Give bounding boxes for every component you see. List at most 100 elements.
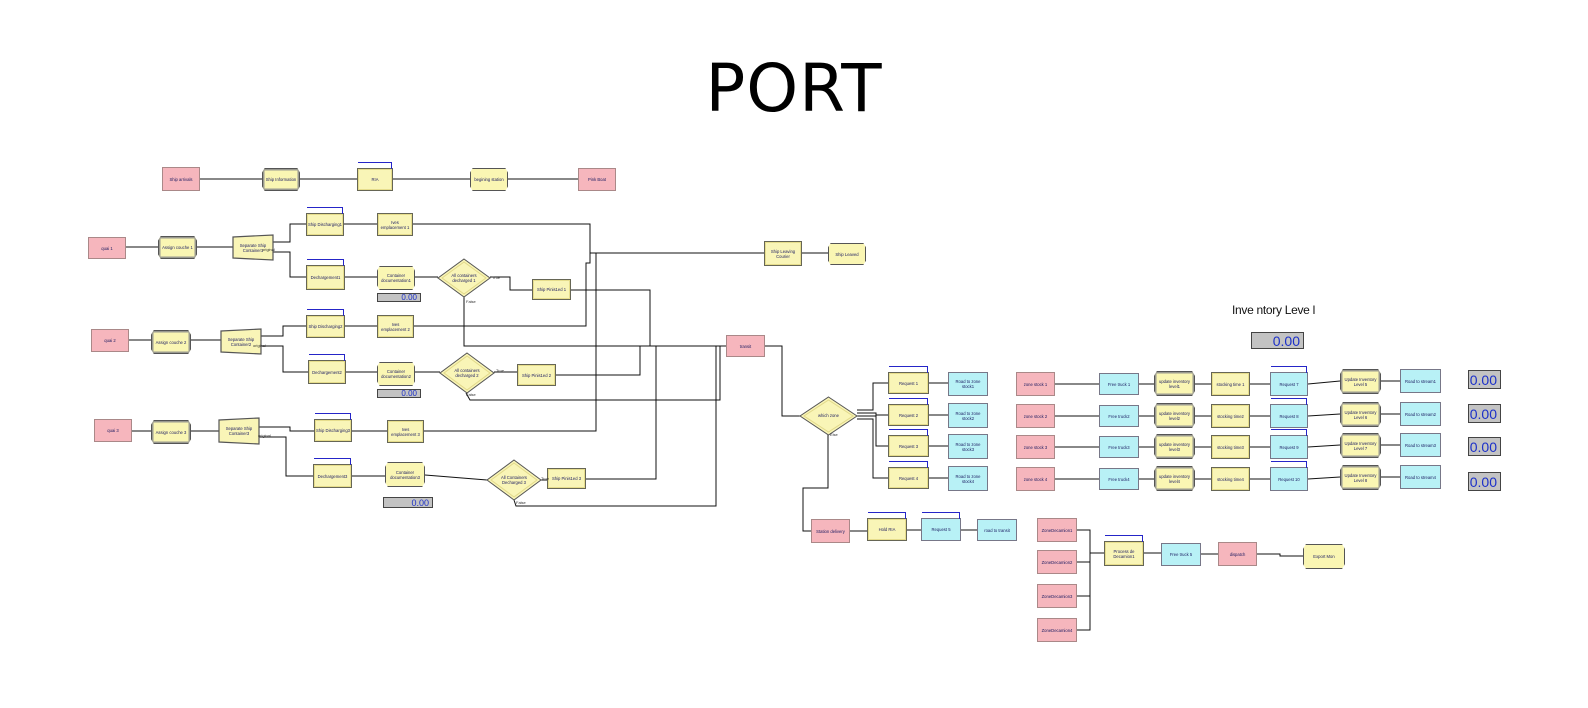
assign-module-m7[interactable]: Assign couche 1 (158, 236, 197, 259)
create-module-m35[interactable]: transit (726, 335, 765, 357)
request-module-m75[interactable]: Request 5 (921, 518, 961, 541)
assign-module-m2[interactable]: Ship Information (262, 168, 300, 191)
create-module-m26[interactable]: quai 3 (94, 419, 132, 442)
separate-module-m28[interactable] (218, 417, 260, 445)
create-module-m77[interactable]: ZoneDecamion1 (1037, 518, 1077, 542)
create-module-m73[interactable]: Station delivery (811, 519, 850, 543)
create-module-m17[interactable]: quai 2 (91, 329, 129, 352)
station-module-m32[interactable]: Container documentation3 (385, 462, 425, 487)
decide-module-m24[interactable] (439, 352, 495, 394)
connector-12[interactable] (413, 223, 764, 254)
connector-40[interactable] (857, 412, 888, 416)
request-module-m63[interactable]: Request 9 (1270, 435, 1308, 459)
decide-module-m13[interactable] (437, 258, 491, 298)
route-module-m30[interactable]: Ives emplacement 3 (387, 420, 424, 443)
process-module-m25[interactable]: Ship Pinis1ed 2 (517, 364, 556, 386)
connector-73[interactable] (1307, 476, 1341, 480)
transport-module-m44[interactable]: Road to zone stock4 (948, 466, 988, 491)
connector-35[interactable] (424, 253, 597, 432)
station-module-m4[interactable]: begining station (470, 168, 508, 191)
assign-module-m71[interactable]: Update Inventory Level 8 (1340, 465, 1381, 490)
transport-module-m38[interactable]: Road to zone stock1 (948, 372, 988, 396)
process-module-m14[interactable]: Ship Pinis1ed 1 (532, 279, 571, 300)
station-module-m84[interactable]: Export Mon (1303, 544, 1345, 569)
transport-module-m46[interactable]: Free truck 1 (1099, 373, 1139, 395)
process-module-m43[interactable]: Request 4 (888, 467, 929, 489)
connector-55[interactable] (1307, 380, 1341, 385)
connector-39[interactable] (857, 382, 888, 411)
connector-61[interactable] (1307, 413, 1341, 417)
connector-33[interactable] (424, 474, 488, 481)
transport-module-m58[interactable]: Road to stream2 (1400, 402, 1441, 426)
process-module-m62[interactable]: stocking time3 (1211, 435, 1250, 459)
connector-7[interactable] (273, 251, 306, 278)
route-module-m21[interactable]: Ives emplacement 2 (377, 315, 414, 338)
request-module-m56[interactable]: Request 8 (1270, 404, 1308, 428)
transport-module-m76[interactable]: road to transit (977, 519, 1017, 541)
dispose-module-m5[interactable]: Pink Boat (578, 168, 616, 191)
connector-81[interactable] (1257, 553, 1303, 557)
connector-36[interactable] (586, 346, 657, 480)
connector-18[interactable] (261, 325, 306, 337)
process-module-m20[interactable]: Ship Discharging2 (306, 315, 345, 338)
create-module-m80[interactable]: ZoneDecamion4 (1037, 618, 1077, 642)
connector-15[interactable] (571, 289, 651, 346)
process-module-m22[interactable]: Dechargement2 (308, 360, 346, 384)
process-module-m81[interactable]: Process de Decamion1 (1104, 541, 1144, 566)
connector-37[interactable] (513, 346, 717, 507)
connector-67[interactable] (1307, 444, 1341, 448)
request-module-m70[interactable]: Request 10 (1270, 467, 1308, 491)
transport-module-m60[interactable]: Free truck3 (1099, 436, 1139, 458)
connector-29[interactable] (259, 426, 314, 432)
process-module-m34[interactable]: Ship Pinis1ed 3 (547, 468, 586, 489)
process-module-m31[interactable]: Dechargement3 (313, 464, 352, 488)
connector-14[interactable] (463, 297, 726, 347)
process-module-m41[interactable]: Request 3 (888, 435, 929, 457)
connector-75[interactable] (1077, 529, 1091, 631)
assign-module-m68[interactable]: update inventory level4 (1154, 466, 1195, 491)
connector-24[interactable] (414, 253, 591, 327)
station-module-m23[interactable]: Container documentation2 (377, 362, 415, 386)
process-module-m9[interactable]: Ship Discharging1 (306, 213, 344, 236)
create-module-m59[interactable]: zone stock 3 (1016, 435, 1055, 459)
process-module-m29[interactable]: Ship Discharging3 (314, 419, 352, 442)
assign-module-m61[interactable]: update inventory level3 (1154, 434, 1195, 459)
assign-module-m64[interactable]: Update Inventory Level 7 (1340, 433, 1381, 458)
separate-module-m8[interactable] (232, 234, 274, 261)
connector-30[interactable] (259, 436, 313, 477)
process-module-m39[interactable]: Request 2 (888, 404, 929, 426)
decide-module-m33[interactable] (486, 459, 542, 501)
transport-module-m82[interactable]: Free truck 5 (1161, 543, 1201, 566)
assign-module-m18[interactable]: Assign couche 2 (151, 330, 191, 354)
process-module-m48[interactable]: stocking time 1 (1211, 372, 1250, 396)
connector-6[interactable] (273, 223, 306, 243)
separate-module-m19[interactable] (220, 328, 262, 355)
route-module-m15[interactable]: Ship Leaving Courier (764, 241, 802, 266)
station-module-m16[interactable]: Ship Leaved (828, 243, 866, 265)
assign-module-m47[interactable]: update inventory level1 (1154, 371, 1195, 396)
create-module-m79[interactable]: ZoneDecamion3 (1037, 584, 1077, 608)
request-module-m49[interactable]: Request 7 (1270, 372, 1308, 396)
connector-19[interactable] (261, 345, 308, 373)
transport-module-m40[interactable]: Road to zone stock2 (948, 403, 988, 428)
transport-module-m72[interactable]: Road to stream4 (1400, 465, 1441, 489)
process-module-m37[interactable]: Request 1 (888, 372, 929, 394)
process-module-m55[interactable]: stocking time2 (1211, 404, 1250, 428)
connector-47[interactable] (802, 435, 829, 532)
process-module-m74[interactable]: Hold RIA (867, 518, 907, 541)
assign-module-m57[interactable]: Update Inventory Level 6 (1340, 402, 1381, 427)
create-module-m52[interactable]: zone stock 2 (1016, 404, 1055, 428)
connector-11[interactable] (490, 276, 532, 291)
transport-module-m67[interactable]: Free truck4 (1099, 468, 1139, 490)
transport-module-m42[interactable]: Road to zone stock3 (948, 434, 988, 459)
create-module-m78[interactable]: ZoneDecamion2 (1037, 550, 1077, 574)
connector-42[interactable] (857, 418, 888, 479)
create-module-m6[interactable]: quai 1 (88, 237, 126, 259)
create-module-m66[interactable]: zone stock 4 (1016, 467, 1055, 491)
connector-38[interactable] (765, 345, 800, 417)
create-module-m83[interactable]: dispatch (1218, 542, 1257, 566)
decide-module-m36[interactable] (799, 396, 858, 436)
connector-26[interactable] (465, 346, 721, 401)
station-module-m12[interactable]: Container documentation1 (377, 266, 415, 290)
process-module-m69[interactable]: stocking time4 (1211, 467, 1250, 491)
